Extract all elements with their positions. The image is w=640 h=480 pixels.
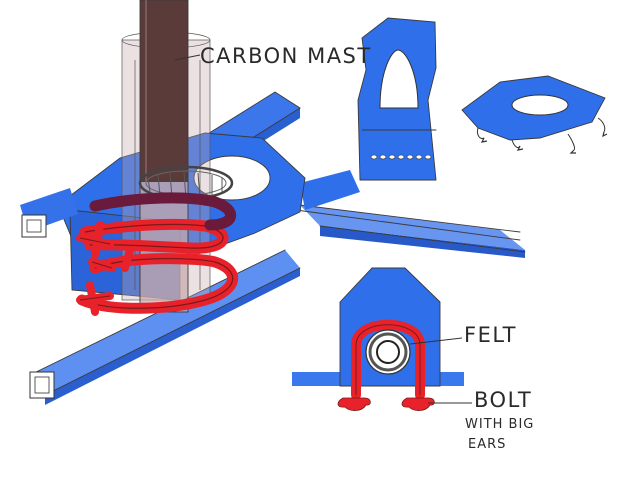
hole-row	[370, 154, 432, 160]
u-bolts	[76, 192, 238, 316]
felt-leader	[409, 337, 463, 345]
lower-tube	[20, 188, 78, 238]
label-carbon-mast: CARBON MAST	[200, 44, 372, 68]
right-tube	[295, 170, 526, 258]
label-felt: FELT	[464, 323, 517, 347]
carbon-mast	[139, 0, 189, 313]
folded-plate-iso	[461, 75, 608, 154]
label-bolt-ears: EARS	[468, 437, 506, 452]
main-assembly	[20, 0, 526, 405]
label-bolt-with-big: WITH BIG	[465, 417, 534, 432]
label-bolt: BOLT	[474, 388, 532, 412]
flat-plate-pattern	[357, 17, 437, 181]
section-view	[292, 267, 464, 411]
mast-leader	[174, 54, 201, 61]
annotations: CARBON MAST FELT BOLT WITH BIG EARS	[174, 44, 534, 452]
